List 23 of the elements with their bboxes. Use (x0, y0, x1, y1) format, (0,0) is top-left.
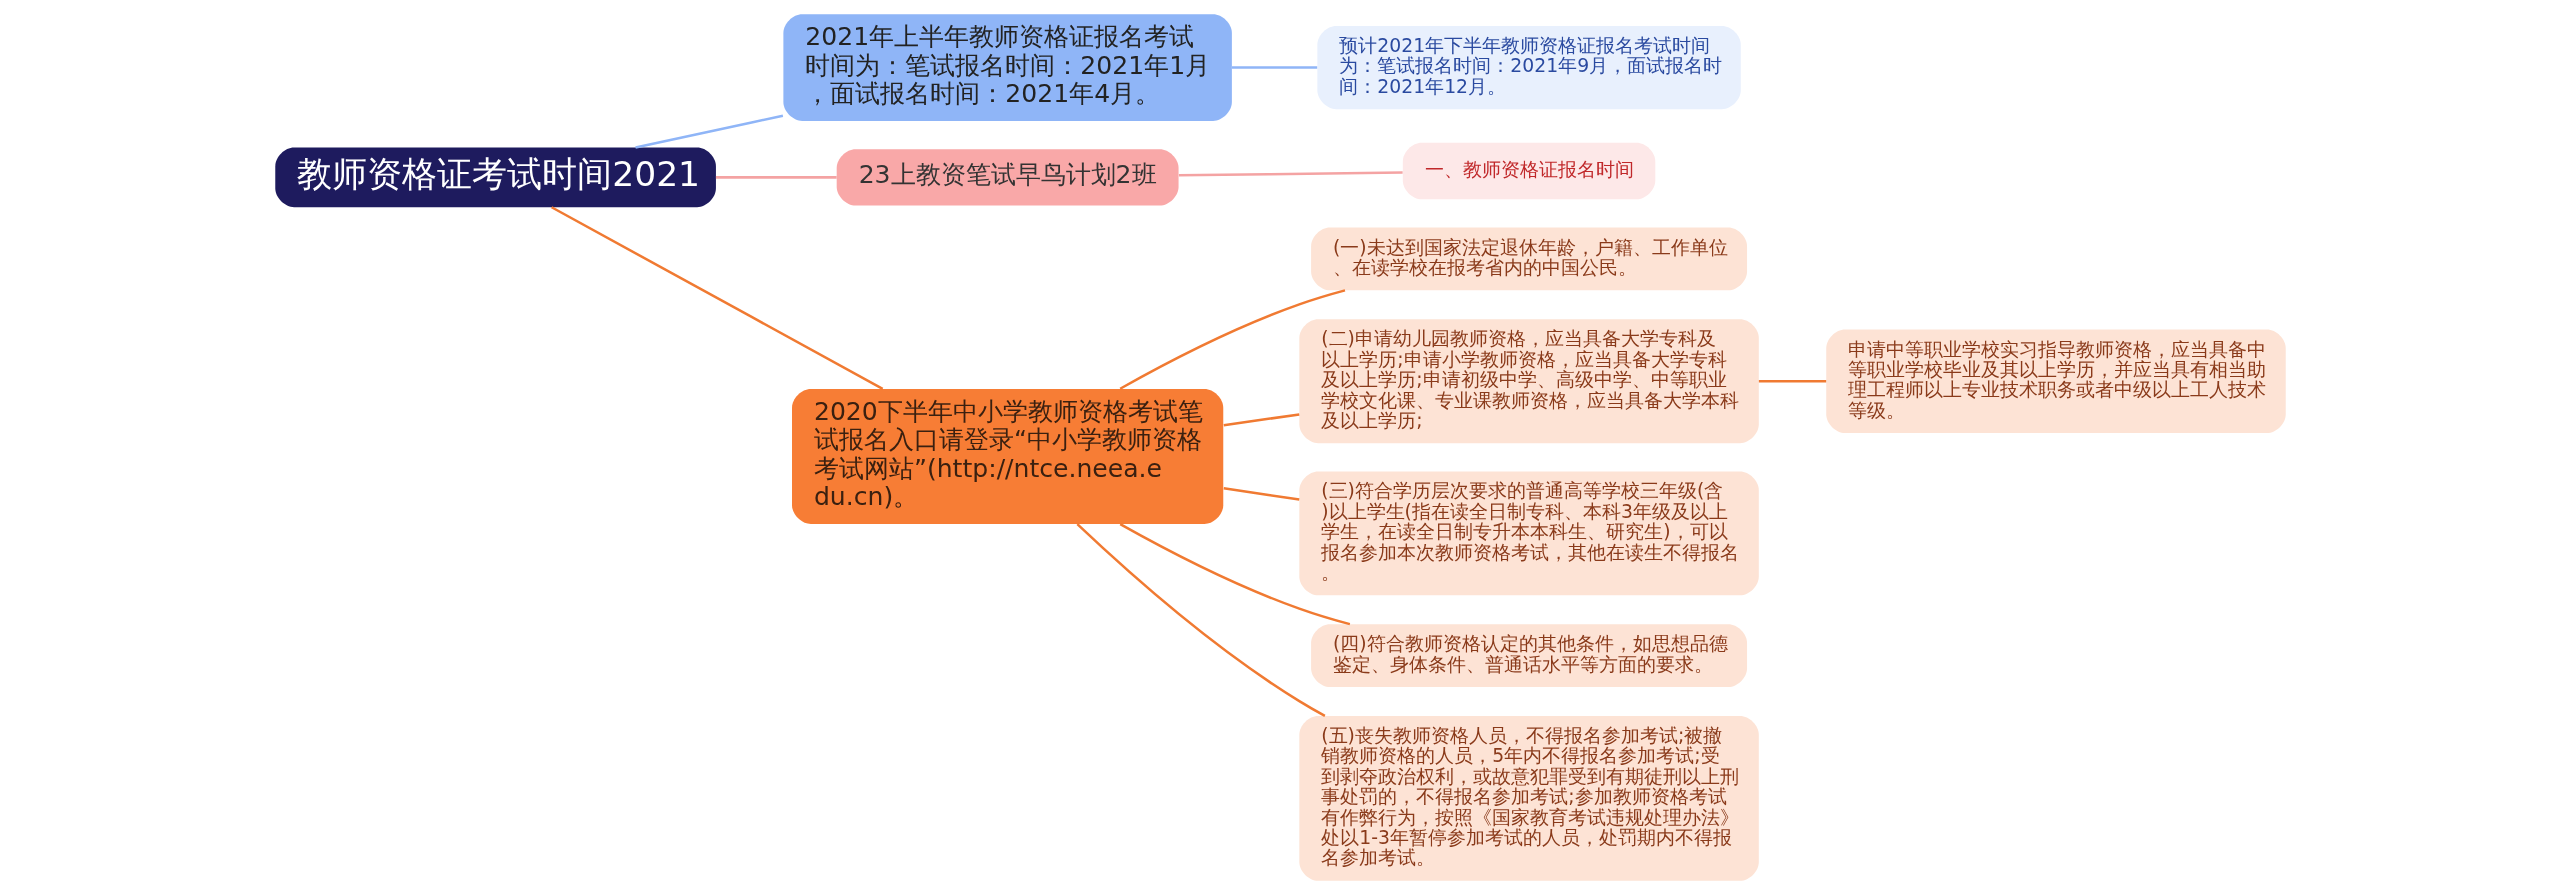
connector (1178, 171, 1403, 177)
connector (1758, 380, 1826, 383)
node-box: 2021年上半年教师资格证报名考试时间为：笔试报名时间：2021年1月，面试报名时间：2021年4月。 (782, 14, 1232, 121)
node-box: 申请中等职业学校实习指导教师资格，应当具备中等职业学校毕业及其以上学历，并应当具有相当助理工程师以上专业技术职务或者中级以上工人技术等级。 (1825, 329, 2286, 433)
node-box: 预计2021年下半年教师资格证报名考试时间为：笔试报名时间：2021年9月，面试报名时间：2021年12月。 (1316, 26, 1741, 110)
connector (1076, 523, 1325, 718)
node-box: 教师资格证考试时间2021 (274, 147, 716, 208)
node-box: 2020下半年中小学教师资格考试笔试报名入口请登录“中小学教师资格考试网站”(http://ntce.neea.edu.cn)。 (791, 389, 1223, 524)
node-box: (五)丧失教师资格人员，不得报名参加考试;被撤销教师资格的人员，5年内不得报名参加考试;受到剥夺政治权利，或故意犯罪受到有期徒刑以上刑事处罚的，不得报名参加考试;参加教师资格考试有作弊行为，按照《国家教育考试违规处理办法》处以1-3年暂停参加考试的人员，处罚期内不得报名参加考试。 (1298, 716, 1759, 881)
node-box: (一)未达到国家法定退休年龄，户籍、工作单位、在读学校在报考省内的中国公民。 (1310, 227, 1747, 291)
connector (1231, 66, 1317, 69)
node-box: (二)申请幼儿园教师资格，应当具备大学专科及以上学历;申请小学教师资格，应当具备大学专科及以上学历;申请初级中学、高级中学、中等职业学校文化课、专业课教师资格，应当具备大学本科及以上学历; (1298, 319, 1759, 444)
connector (550, 206, 883, 390)
connector (634, 114, 783, 149)
node-box: (三)符合学历层次要求的普通高等学校三年级(含)以上学生(指在读全日制专科、本科3年级及以上学生，在读全日制专升本本科生、研究生)，可以报名参加本次教师资格考试，其他在读生不得报名。 (1298, 471, 1759, 596)
node-box: 一、教师资格证报名时间 (1402, 142, 1655, 200)
node-box: (四)符合教师资格认定的其他条件，如思想品德鉴定、身体条件、普通话水平等方面的要求。 (1310, 624, 1747, 688)
node-box: 23上教资笔试早鸟计划2班 (836, 149, 1179, 206)
connector (1119, 523, 1350, 626)
connector (715, 176, 837, 179)
connector (1223, 413, 1299, 427)
connector (1119, 289, 1345, 390)
connector (1223, 487, 1299, 501)
